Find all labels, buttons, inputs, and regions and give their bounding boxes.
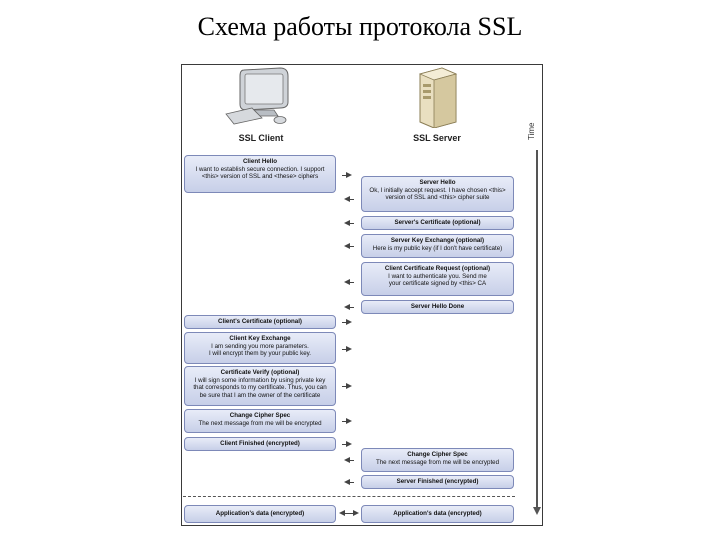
- dashed-separator: [183, 496, 515, 497]
- arrow-to-client: [344, 304, 356, 311]
- client-app-data-title: Application's data (encrypted): [215, 510, 305, 517]
- client-key-exchange-box: Client Key Exchange I am sending you mor…: [184, 332, 336, 364]
- timeline-arrow-icon: [533, 507, 541, 515]
- bidirectional-arrow: [339, 510, 359, 517]
- server-hello-title: Server Hello: [419, 179, 456, 186]
- server-hello-done-title: Server Hello Done: [410, 303, 465, 310]
- arrow-to-server: [340, 319, 352, 326]
- server-finished-box: Server Finished (encrypted): [361, 475, 514, 489]
- arrow-to-server: [340, 441, 352, 448]
- client-cert-request-box: Client Certificate Request (optional) I …: [361, 262, 514, 296]
- timeline-line: [536, 150, 538, 512]
- server-key-exchange-title: Server Key Exchange (optional): [390, 237, 485, 244]
- client-certificate-box: Client's Certificate (optional): [184, 315, 336, 329]
- certificate-verify-body: I will sign some information by using pr…: [193, 376, 327, 399]
- client-change-cipher-title: Change Cipher Spec: [229, 412, 291, 419]
- server-change-cipher-body: The next message from me will be encrypt…: [375, 458, 500, 466]
- server-icon: [418, 67, 458, 128]
- client-cert-request-title: Client Certificate Request (optional): [384, 265, 491, 272]
- client-finished-title: Client Finished (encrypted): [220, 440, 300, 447]
- arrow-to-server: [340, 383, 352, 390]
- arrow-to-server: [340, 418, 352, 425]
- client-cert-request-body: I want to authenticate you. Send me your…: [388, 272, 487, 288]
- server-change-cipher-title: Change Cipher Spec: [407, 451, 468, 458]
- client-computer-icon: [225, 67, 289, 125]
- client-key-exchange-title: Client Key Exchange: [229, 335, 291, 342]
- time-label: Time: [527, 122, 536, 140]
- arrow-to-server: [340, 346, 352, 353]
- client-finished-box: Client Finished (encrypted): [184, 437, 336, 451]
- server-hello-body: Ok, I initially accept request. I have c…: [369, 186, 506, 202]
- server-hello-box: Server Hello Ok, I initially accept requ…: [361, 176, 514, 212]
- arrow-to-client: [344, 479, 356, 486]
- client-certificate-title: Client's Certificate (optional): [218, 318, 302, 325]
- arrow-to-client: [344, 196, 356, 203]
- client-key-exchange-body: I am sending you more parameters. I will…: [208, 342, 312, 358]
- client-hello-title: Client Hello: [242, 158, 278, 165]
- server-app-data-box: Application's data (encrypted): [361, 505, 514, 523]
- server-certificate-box: Server's Certificate (optional): [361, 216, 514, 230]
- server-certificate-title: Server's Certificate (optional): [394, 219, 481, 226]
- client-app-data-box: Application's data (encrypted): [184, 505, 336, 523]
- server-app-data-title: Application's data (encrypted): [393, 510, 482, 517]
- page-title: Схема работы протокола SSL: [197, 12, 523, 41]
- server-hello-done-box: Server Hello Done: [361, 300, 514, 314]
- arrow-to-client: [344, 243, 356, 250]
- server-finished-title: Server Finished (encrypted): [396, 478, 479, 485]
- certificate-verify-title: Certificate Verify (optional): [220, 369, 300, 376]
- server-key-exchange-box: Server Key Exchange (optional) Here is m…: [361, 234, 514, 258]
- server-key-exchange-body: Here is my public key (if I don't have c…: [372, 244, 503, 252]
- arrow-to-client: [344, 457, 356, 464]
- client-label: SSL Client: [238, 133, 284, 143]
- certificate-verify-box: Certificate Verify (optional) I will sig…: [184, 366, 336, 406]
- server-label: SSL Server: [413, 133, 461, 143]
- arrow-to-server: [340, 172, 352, 179]
- client-change-cipher-box: Change Cipher Spec The next message from…: [184, 409, 336, 433]
- server-change-cipher-box: Change Cipher Spec The next message from…: [361, 448, 514, 472]
- client-hello-box: Client Hello I want to establish secure …: [184, 155, 336, 193]
- arrow-to-client: [344, 279, 356, 286]
- client-change-cipher-body: The next message from me will be encrypt…: [198, 419, 322, 427]
- client-hello-body: I want to establish secure connection. I…: [195, 165, 325, 181]
- arrow-to-client: [344, 220, 356, 227]
